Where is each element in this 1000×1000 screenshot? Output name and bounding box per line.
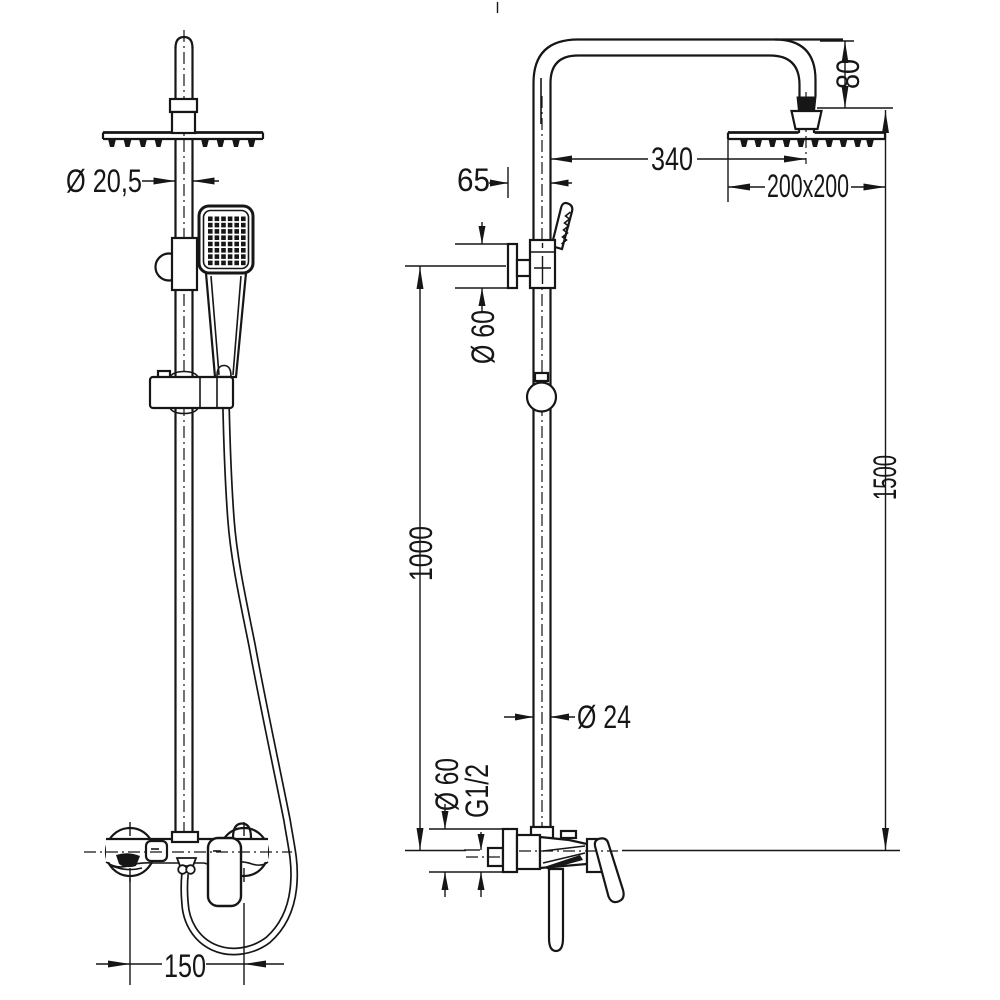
side-view: 340 200x200 80 1500 <box>403 2 903 953</box>
spout-outlet-shade <box>116 853 140 868</box>
hand-shower-nozzle-grid <box>208 216 246 266</box>
riser-collar-front <box>170 830 200 844</box>
holder-body-front <box>170 236 199 292</box>
dim-label-overall-height: 1500 <box>867 455 903 500</box>
wall-bracket-side <box>506 238 557 290</box>
overhead-shower-side <box>726 92 887 164</box>
head-nozzles-side <box>740 139 874 147</box>
grip-serration <box>561 211 571 245</box>
hose-outlet-nut <box>175 857 198 867</box>
spout-shade-side <box>544 855 583 870</box>
mixer-side <box>466 825 625 953</box>
slider-bracket-front <box>148 369 235 415</box>
dim-label-arm-drop: 80 <box>830 59 866 89</box>
dim-wall-offset: 65 <box>457 162 572 198</box>
mixer-lever-side <box>593 837 625 904</box>
diverter-button-front <box>144 839 169 863</box>
hand-shower-side <box>550 201 574 251</box>
mixer-escutcheon-side <box>501 827 519 874</box>
mixer-front <box>84 822 292 908</box>
bracket-stem <box>515 258 532 278</box>
front-riser-pipe <box>174 35 194 832</box>
head-plate-front <box>101 131 265 147</box>
dim-arm-drop: 80 <box>817 40 893 109</box>
head-nut-side <box>790 109 823 131</box>
dim-head-pipe-diameter: Ø 20,5 <box>66 163 219 199</box>
slider-knob-side <box>525 371 558 413</box>
dim-label-arm-reach: 340 <box>651 141 693 177</box>
dim-label-mixer-flange-diameter: Ø 60 <box>429 758 465 811</box>
lever-pivot-dome <box>231 822 253 839</box>
overhead-shower-front <box>101 97 265 147</box>
dim-label-head-pipe-diameter: Ø 20,5 <box>66 163 142 199</box>
dim-label-wall-offset: 65 <box>457 162 490 198</box>
dim-label-riser-height: 1000 <box>403 526 439 581</box>
dim-head-size: 200x200 <box>727 139 886 204</box>
dim-connection-thread: G1/2 <box>459 764 495 897</box>
valve-body-side <box>515 833 542 871</box>
wall-holder-front <box>154 236 199 292</box>
head-plate-side <box>726 131 887 147</box>
shower-arm-side <box>532 38 843 827</box>
knob-tab <box>533 371 550 383</box>
dim-mixer-flange-diameter: Ø 60 <box>429 758 503 897</box>
lower-outlet-tube <box>547 867 565 953</box>
shower-hose <box>180 404 299 956</box>
head-nut-dark <box>796 96 817 111</box>
head-connector-block-front <box>170 110 197 135</box>
dim-label-riser-diameter: Ø 24 <box>577 699 631 735</box>
hand-shower <box>197 204 255 379</box>
dim-label-head-size: 200x200 <box>767 168 849 204</box>
dim-mixer-centers: 150 <box>96 878 284 985</box>
bracket-escutcheon <box>506 242 519 290</box>
dim-label-bracket-flange-diameter: Ø 60 <box>465 310 501 364</box>
front-view: Ø 20,5 150 <box>66 30 299 985</box>
head-nozzles-front <box>108 139 256 147</box>
mixer-lever-front <box>206 836 243 908</box>
hose-inlet-dome <box>216 364 232 377</box>
dim-bracket-flange-diameter: Ø 60 <box>455 222 508 364</box>
knob-circle <box>525 381 558 413</box>
slider-body <box>148 375 235 410</box>
head-connector-nut-front <box>168 97 199 114</box>
dim-riser-height: 1000 <box>403 265 506 850</box>
dim-overall-height: 1500 <box>867 110 903 850</box>
dim-label-connection-thread: G1/2 <box>459 764 495 818</box>
dim-arm-reach: 340 <box>550 141 806 177</box>
dim-label-mixer-centers: 150 <box>164 948 206 984</box>
dim-riser-diameter: Ø 24 <box>504 699 631 735</box>
